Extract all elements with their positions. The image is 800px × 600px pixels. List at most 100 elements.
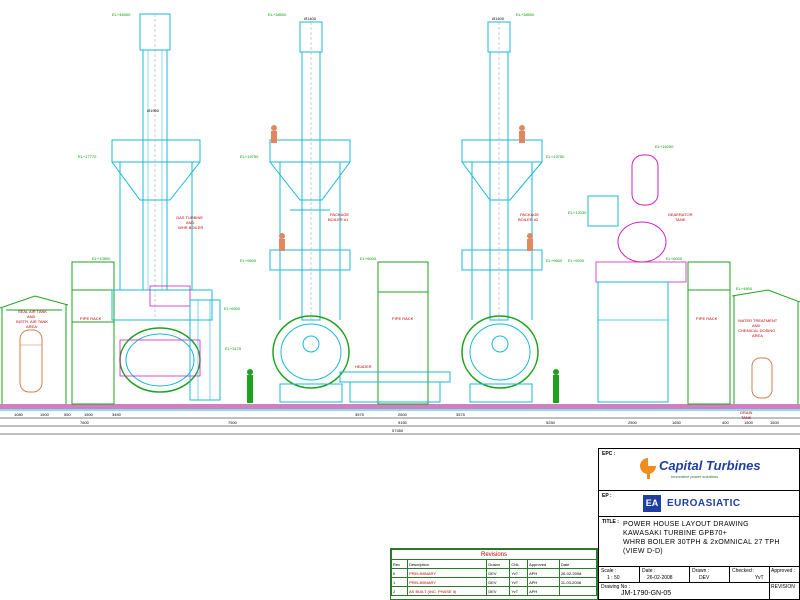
rev-h-rev: Rev [391,559,408,569]
right-shed [731,289,800,404]
package-boiler-1-stack [269,21,351,321]
date-value: 26-02-2008 [647,575,673,581]
dim-total: 57450 [392,428,404,433]
person-ground-1 [247,369,253,403]
rev-app: APH [527,586,560,596]
drain-label-2: TANK [741,415,752,420]
el-rack-l: EL+10800 [92,256,111,261]
dimension-lines [0,417,800,435]
whr-boiler [119,285,221,401]
checked-label: Checked : [732,568,755,574]
seal-air-label-1: SEAL AIR TANK [18,309,47,314]
capital-turbines-logo: Capital Turbines Innovative power soluti… [639,455,779,485]
dim-r2-4: 3575 [456,412,466,417]
revisions-table: Revisions Rev Description Drawn Chk. App… [390,548,598,600]
wt-label-1: WATER TREATMENT [738,318,778,323]
rev-app: APH [527,568,560,578]
dim-r2-2: 3575 [355,412,365,417]
drawn-value: DEV [699,575,710,581]
capital-turbines-tagline: Innovative power solutions [671,474,719,479]
dim-r1-1: 1500 [40,412,50,417]
el-gt-pipe: EL+17770 [78,154,97,159]
divider [769,583,770,599]
seal-air-label-3: INSTR. AIR TANK [16,319,48,324]
gas-turbine-stack [111,13,213,321]
rev-cell: 1 [391,577,408,587]
date-label: Date : [642,568,656,574]
title-label: TITLE : [602,519,619,525]
divider [769,567,770,583]
el-da-top: EL+16250 [655,144,674,149]
da-label-2: TANK [675,217,686,222]
info-row: Scale : 1 : 50 Date : 26-02-2008 Drawn :… [599,567,799,583]
pipe-rack-center [377,261,429,405]
revision-label: REVISION [771,584,795,590]
el-b1-p2: EL+9600 [240,258,257,263]
pipe-rack-center-label: PIPE RACK [392,316,414,321]
rev-date: 11-03-2008 [558,577,598,587]
dim-r2-0: 7600 [80,420,90,425]
gt-label-3: WHR BOILER [178,225,203,230]
wt-label-2: AND [752,323,761,328]
wt-label-4: AREA [752,333,763,338]
el-da-mid: EL+12030 [568,210,587,215]
dim-r1-0: 1080 [14,412,24,417]
rev-chk: YvT [509,568,529,578]
table-row: 1 PRELIMINARY DEV YvT APH 11-03-2008 [391,577,598,587]
water-treatment-tank [751,357,773,399]
epc-row: EPC : Capital Turbines Innovative power … [599,449,799,491]
dim-r1-10: 1500 [770,420,780,425]
divider [729,567,730,583]
seal-air-label-4: AREA [26,324,37,329]
divider [689,567,690,583]
header-label: HEADER [355,364,372,369]
title-block: EPC : Capital Turbines Innovative power … [598,448,800,600]
dim-r1-8: 400 [722,420,729,425]
pipe-rack-left-label: PIPE RACK [80,316,102,321]
rev-h-drawn: Drawn [486,559,511,569]
rev-app: APH [527,577,560,587]
scale-value: 1 : 50 [607,575,620,581]
title-line-3: WHRB BOILER 30TPH & 2xOMNICAL 27 TPH [623,539,780,546]
el-da-low: EL+9200 [568,258,585,263]
approved-label: Approved : [771,568,796,574]
ep-row: EP : EA EUROASIATIC [599,491,799,517]
dim-r1-9: 1500 [744,420,754,425]
dim-r1-3: 1500 [84,412,94,417]
seal-air-tank [19,329,43,393]
el-b1-p1: EL+19750 [240,154,259,159]
rev-h-chk: Chk. [509,559,529,569]
pipe-rack-left [71,261,115,405]
dim-r1-2: 550 [64,412,71,417]
el-b2-p: EL+19750 [546,154,565,159]
epc-label: EPC : [602,451,616,457]
drawing-no-value: JM-1790-GN-05 [621,590,672,597]
ep-label: EP : [602,493,612,499]
rev-cell: 0 [391,568,408,578]
dim-r1-7: 1650 [672,420,682,425]
pb2-label-1: PACKAGE [520,212,539,217]
rev-desc: PRELIMINARY [406,577,488,587]
dim-r1-4: 3450 [112,412,122,417]
gt-diameter: Ø1950 [147,108,160,113]
el-b2-mid: EL+9600 [546,258,563,263]
divider [639,567,640,583]
capital-turbines-name: Capital Turbines [659,458,761,473]
revisions-title: Revisions [391,549,597,560]
checked-value: YvT [755,575,764,581]
pb1-label-1: PACKAGE [330,212,349,217]
person-b2-mid [527,233,533,251]
rev-desc: AS BUILT (INC. PHASE II) [406,586,488,596]
rev-date [558,586,598,596]
person-b1-mid [279,233,285,251]
da-label-1: DEAERATOR [668,212,693,217]
el-b2-top: EL+38500 [516,12,535,17]
euroasiatic-logo-icon: EA [643,495,661,512]
drawing-no-label: Drawing No : [601,584,630,590]
ground-slab [0,404,800,409]
rev-chk: YvT [509,586,529,596]
el-b1-low: EL+3175 [225,346,242,351]
rev-cell: 2 [391,586,408,596]
dim-r2b-0: 9150 [398,420,408,425]
pb2-label-2: BOILER #2 [518,217,539,222]
